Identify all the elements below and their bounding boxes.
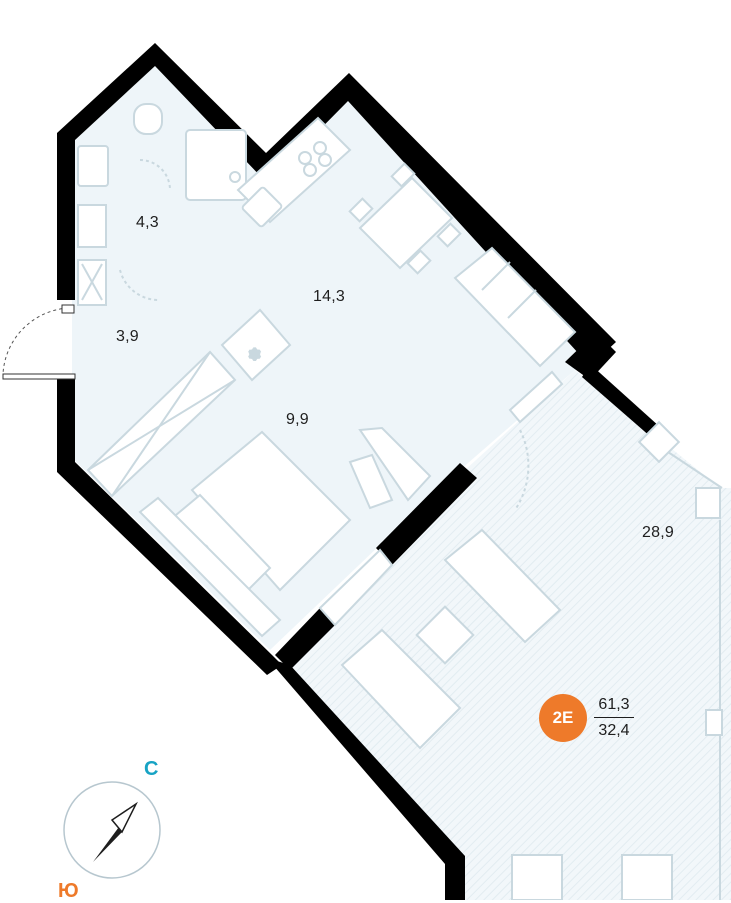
windows-right bbox=[637, 420, 723, 900]
balcony-door bbox=[508, 370, 564, 511]
apartment-type-badge: 2E bbox=[539, 694, 587, 742]
living-furniture bbox=[318, 528, 673, 900]
washing-machine bbox=[77, 204, 107, 248]
sink bbox=[77, 145, 109, 187]
svg-text:❄: ❄ bbox=[248, 345, 261, 364]
area-bathroom: 4,3 bbox=[136, 214, 159, 231]
floor-living-room bbox=[290, 370, 731, 900]
dining-set bbox=[348, 162, 462, 275]
living-area: 32,4 bbox=[598, 722, 630, 739]
compass-circle bbox=[63, 781, 161, 879]
area-kitchen: 14,3 bbox=[313, 288, 345, 305]
total-area: 61,3 bbox=[598, 696, 630, 713]
wardrobe: ❄ bbox=[86, 308, 292, 498]
living-sofa-top bbox=[443, 528, 562, 644]
kitchen-set bbox=[236, 116, 352, 228]
wall-corner-pier bbox=[565, 332, 616, 380]
wall-left-lower bbox=[57, 378, 282, 675]
living-pouf bbox=[415, 605, 475, 665]
compass-north-label: С bbox=[144, 758, 159, 780]
floor-wet-zone bbox=[72, 62, 268, 300]
bathroom-fixtures bbox=[77, 103, 247, 306]
desk bbox=[348, 426, 432, 510]
kitchen-sink bbox=[241, 186, 283, 228]
living-sofa-bottom bbox=[340, 628, 462, 750]
wall-partition bbox=[376, 463, 477, 565]
fraction-divider bbox=[594, 717, 634, 718]
armchair-right bbox=[621, 854, 673, 900]
apartment-area-fraction: 61,3 32,4 bbox=[594, 696, 634, 740]
compass-south-label: Ю bbox=[58, 880, 79, 902]
compass bbox=[63, 781, 161, 879]
walls bbox=[57, 43, 660, 900]
area-bedroom: 9,9 bbox=[286, 411, 309, 428]
wall-bottom-pier bbox=[275, 608, 335, 670]
wall-lower-diagonal bbox=[267, 658, 465, 900]
bed bbox=[138, 430, 352, 638]
shower-tray bbox=[185, 129, 247, 201]
kitchen-sofa bbox=[453, 246, 577, 368]
armchair-left bbox=[511, 854, 563, 900]
area-living: 28,9 bbox=[642, 524, 674, 541]
area-hall: 3,9 bbox=[116, 328, 139, 345]
wc-toilet bbox=[133, 103, 163, 135]
wall-right-outer bbox=[582, 364, 660, 438]
dining-table bbox=[358, 176, 454, 270]
entrance-door bbox=[2, 304, 76, 380]
fridge bbox=[220, 308, 292, 382]
wall-upper-left bbox=[57, 43, 616, 366]
